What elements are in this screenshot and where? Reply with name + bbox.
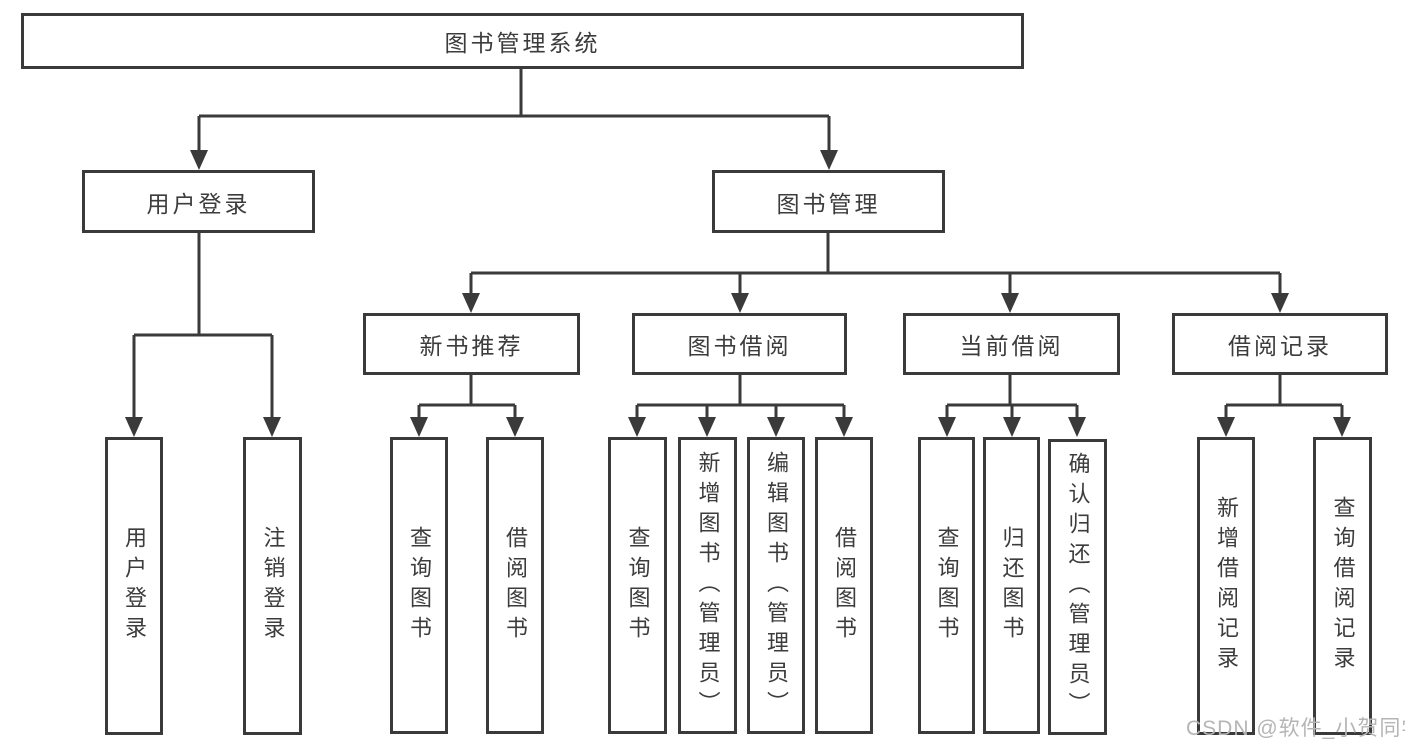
node-label: 当前借阅 [959,333,1064,359]
node-book-management: 图书管理 [712,170,945,233]
connector-borrow-records [1224,375,1344,422]
leaf-query-books-current: 查询图书 [918,437,975,734]
arrowhead-icon [1333,417,1351,437]
leaf-label: 借阅图书 [503,525,528,646]
arrowhead-icon [835,417,853,437]
node-book-borrow: 图书借阅 [632,313,847,375]
connector-new-book-recommend [417,375,517,422]
leaf-query-books-borrow: 查询图书 [608,437,667,734]
leaf-query-books-recommend: 查询图书 [390,437,448,734]
leaf-add-borrow-record: 新增借阅记录 [1197,437,1255,735]
arrowhead-icon [767,417,785,437]
node-label: 用户登录 [146,190,251,217]
leaf-label: 查询图书 [934,525,960,646]
connector-current-borrow [945,375,1079,422]
connector-root [197,69,831,156]
leaf-edit-book-admin: 编辑图书（管理员） [747,437,805,734]
connector-user-login [132,233,274,422]
arrowhead-icon [1068,417,1086,437]
node-label: 图书借阅 [687,333,792,359]
arrowhead-icon [263,417,281,437]
arrowhead-icon [1003,417,1021,437]
node-label: 借阅记录 [1228,333,1332,359]
arrowhead-icon [628,417,646,437]
arrowhead-icon [1271,293,1289,313]
watermark: CSDN @软件_小贺同学 [1186,717,1405,740]
leaf-label: 查询借阅记录 [1330,496,1356,676]
leaf-logout: 注销登录 [243,437,302,735]
leaf-query-borrow-record: 查询借阅记录 [1313,437,1372,735]
arrowhead-icon [190,150,208,170]
node-library-system: 图书管理系统 [21,13,1024,69]
arrowhead-icon [506,417,524,437]
node-borrow-records: 借阅记录 [1172,313,1388,375]
arrowhead-icon [125,417,143,437]
arrowhead-icon [820,150,838,170]
leaf-label: 借阅图书 [832,525,857,646]
leaf-borrow-books-recommend: 借阅图书 [486,437,544,734]
connector-book-management [469,233,1282,298]
node-user-login: 用户登录 [82,170,315,233]
leaf-label: 查询图书 [407,525,432,646]
leaf-label: 用户登录 [122,526,147,646]
arrowhead-icon [462,293,480,313]
leaf-return-books: 归还图书 [983,437,1040,734]
leaf-user-login: 用户登录 [105,437,163,735]
arrowhead-icon [731,293,749,313]
arrowhead-icon [1001,293,1019,313]
leaf-label: 归还图书 [999,525,1025,646]
leaf-label: 新增借阅记录 [1214,496,1239,676]
leaf-label: 新增图书（管理员） [695,450,721,721]
leaf-label: 编辑图书（管理员） [764,450,789,721]
connector-book-borrow [635,375,846,422]
node-new-book-recommend: 新书推荐 [363,313,580,375]
node-current-borrow: 当前借阅 [903,313,1120,375]
arrowhead-icon [410,417,428,437]
arrowhead-icon [698,417,716,437]
leaf-label: 注销登录 [260,526,286,646]
node-label: 新书推荐 [419,333,524,359]
leaf-borrow-books: 借阅图书 [815,437,873,734]
leaf-add-book-admin: 新增图书（管理员） [678,437,737,734]
node-label: 图书管理 [776,190,881,217]
leaf-confirm-return-admin: 确认归还（管理员） [1048,439,1107,735]
node-label: 图书管理系统 [444,30,601,56]
arrowhead-icon [938,417,956,437]
leaf-label: 查询图书 [625,525,651,646]
arrowhead-icon [1217,417,1235,437]
leaf-label: 确认归还（管理员） [1065,452,1091,722]
